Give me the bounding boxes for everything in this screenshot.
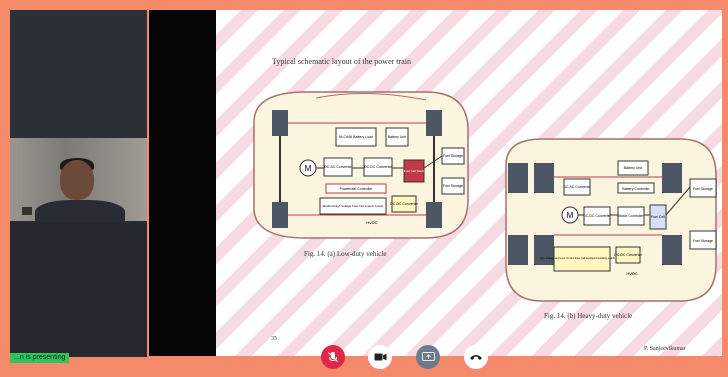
- share-screen-icon: [421, 351, 435, 361]
- fig-b-bus: HVDC: [626, 271, 637, 276]
- caption-low-duty: Fig. 14. (a) Low-duty vehicle: [304, 250, 387, 258]
- camera-toggle-button[interactable]: [368, 345, 392, 369]
- wheel-b-1: [508, 163, 528, 193]
- wheel-b-2: [534, 163, 554, 193]
- fig-a-aux-loads: Medium/High Voltage Fuel Cell system Loa…: [323, 204, 384, 208]
- participant-video-tile[interactable]: [10, 138, 147, 221]
- wheel-b-5: [662, 163, 682, 193]
- fig-b-aux-loads: High Voltage and Low Current Fuel Cell e…: [540, 256, 625, 260]
- figure-heavy-duty-vehicle: Fuel Storage Fuel Storage M DC-AC Conver…: [505, 138, 717, 302]
- fig-a-dcdc: DC-DC Converter: [364, 165, 392, 169]
- fig-b-battery-unit: Battery Unit: [624, 166, 642, 170]
- fig-a-battery-unit: Battery Unit: [388, 135, 406, 139]
- wheel-front-right: [426, 110, 442, 136]
- fig-b-dcdc-2: DC-DC Converter: [614, 253, 642, 257]
- fig-a-bus: HVDC: [366, 220, 377, 225]
- fig-a-motor: M: [305, 164, 312, 173]
- wheel-rear-left: [272, 202, 288, 228]
- tile-badge: [22, 207, 32, 215]
- mic-toggle-button[interactable]: [321, 345, 345, 369]
- hangup-icon: [470, 355, 482, 360]
- fig-b-dcac: DC-AC Converter: [563, 185, 591, 189]
- fig-a-dcac: DC-AC Converter: [324, 165, 352, 169]
- fig-b-motor-ctrl: Motor Controller: [618, 214, 644, 218]
- fig-a-fc-stack: Fuel Cell Stack: [404, 169, 425, 173]
- wheel-front-left: [272, 110, 288, 136]
- participant-face: [60, 160, 94, 200]
- figure-low-duty-vehicle: M Ni-Cd/Ni Battery Load DC-AC Converter …: [253, 91, 469, 239]
- slide-author: P. Sanjeevikumar: [644, 346, 686, 352]
- fig-b-batt-ctrl: Battery Controller: [622, 187, 650, 191]
- slide-page-number: 35: [271, 336, 277, 342]
- fig-b-fuel-cell: Fuel Cell: [651, 215, 665, 219]
- wheel-rear-right: [426, 202, 442, 228]
- mic-off-icon: [328, 352, 338, 362]
- wheel-b-3: [508, 235, 528, 265]
- participant-body: [35, 200, 125, 221]
- fig-a-controller: Powertrain Controller: [340, 187, 374, 191]
- fig-b-fuel-storage: Fuel Storage: [693, 187, 713, 191]
- fig-b-dcdc: DC-DC Converter: [583, 214, 611, 218]
- fig-a-fuel-storage: Fuel Storage: [443, 154, 463, 158]
- presenting-label: ...n is presenting: [10, 353, 70, 363]
- fig-a-dcdc-2: DC-DC Converter: [390, 202, 418, 206]
- share-screen-button[interactable]: [416, 345, 440, 369]
- participant-tile-empty: [10, 222, 147, 357]
- leave-call-button[interactable]: [464, 345, 488, 369]
- fig-b-motor: M: [567, 211, 574, 220]
- camera-icon: [374, 353, 386, 361]
- shared-slide: Typical schematic layout of the power tr…: [216, 10, 722, 356]
- screen-share-margin: [149, 10, 216, 356]
- caption-heavy-duty: Fig. 14. (b) Heavy-duty vehicle: [544, 312, 633, 320]
- wheel-b-4: [534, 235, 554, 265]
- slide-title: Typical schematic layout of the power tr…: [272, 57, 411, 66]
- fig-a-battery: Ni-Cd/Ni Battery Load: [339, 135, 373, 139]
- fig-b-fuel-storage-2: Fuel Storage: [693, 239, 713, 243]
- wheel-b-6: [662, 235, 682, 265]
- fig-a-fuel-storage-2: Fuel Storage: [443, 184, 463, 188]
